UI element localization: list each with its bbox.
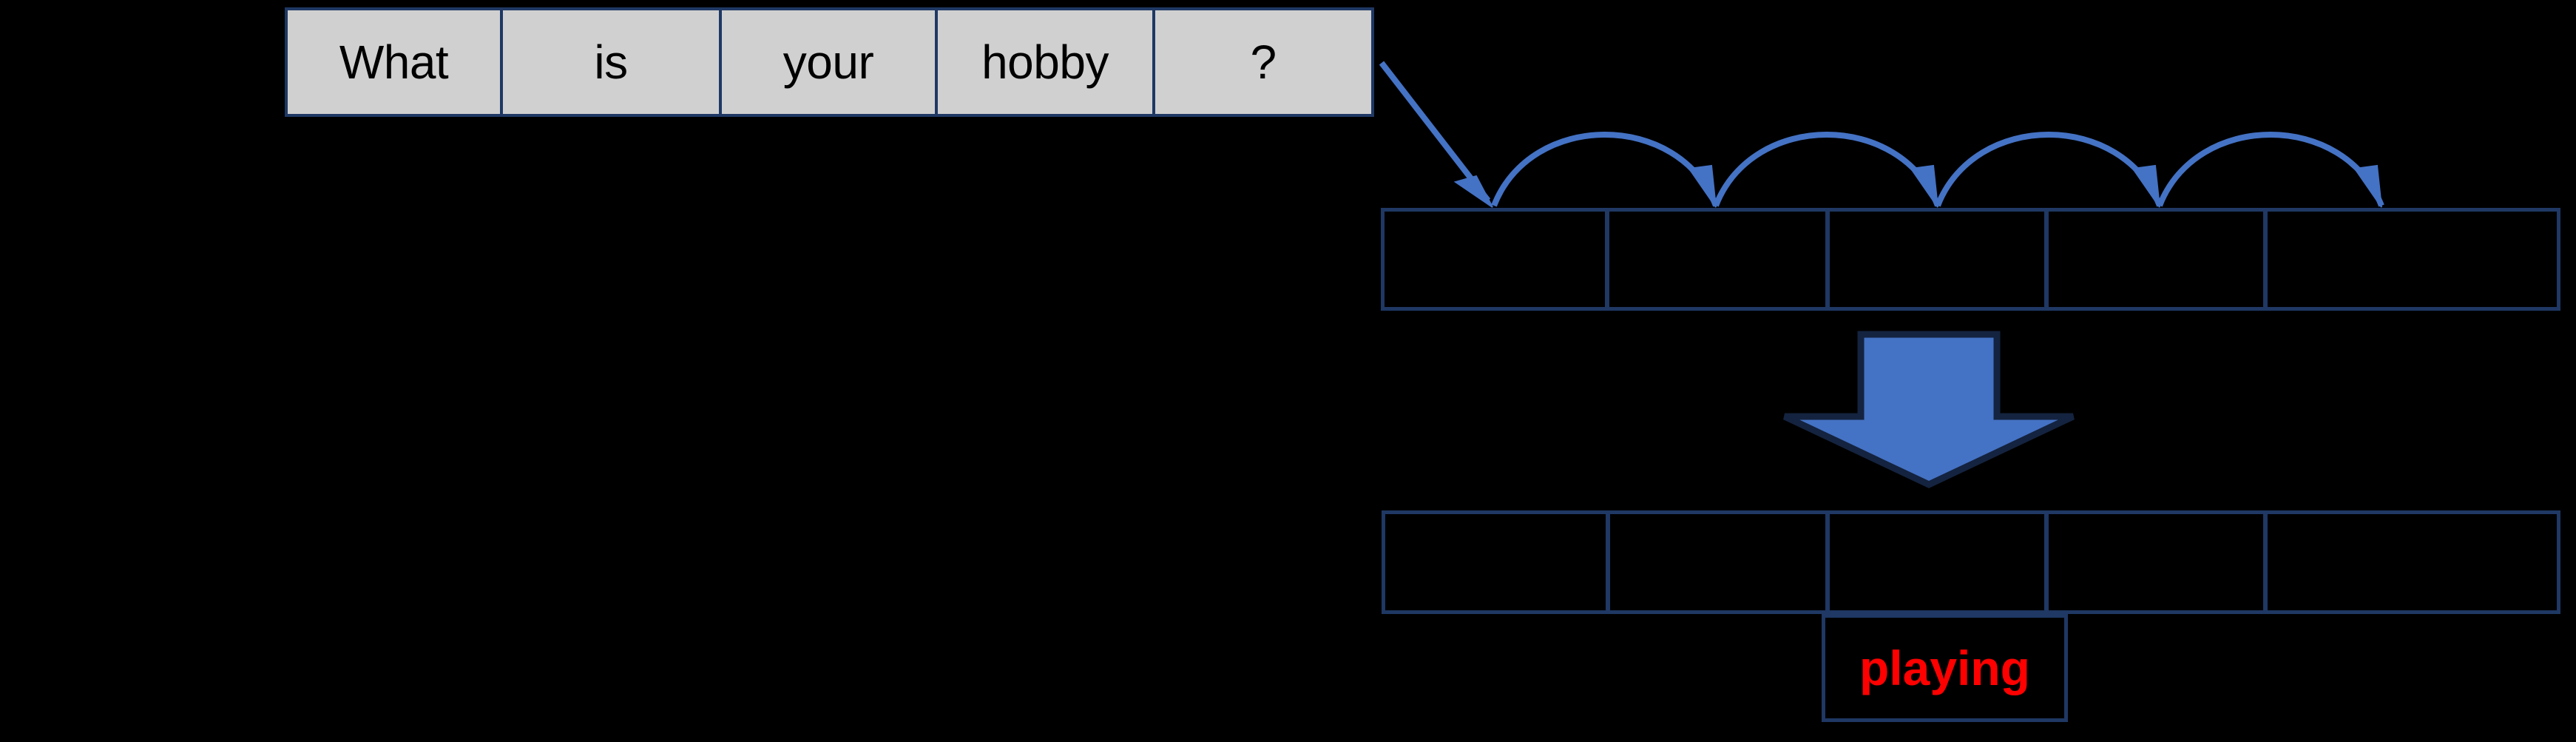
encoder-state-cell bbox=[1606, 208, 1829, 311]
encoder-arc-2 bbox=[1713, 132, 1941, 208]
input-token-cell: hobby bbox=[935, 7, 1155, 117]
encoder-state-cell bbox=[2045, 208, 2267, 311]
input-token-label: is bbox=[594, 36, 628, 89]
input-token-label: hobby bbox=[981, 36, 1109, 89]
input-token-cell: is bbox=[500, 7, 722, 117]
encoder-state-cell bbox=[1826, 208, 2048, 311]
encoder-arc-4 bbox=[2157, 132, 2384, 208]
input-token-cell: your bbox=[719, 7, 938, 117]
encoder-state-cell bbox=[1381, 208, 1609, 311]
encoder-to-decoder-block-arrow bbox=[1783, 331, 2075, 488]
decoder-state-cell bbox=[1606, 510, 1829, 614]
encoder-state-cell bbox=[2264, 208, 2560, 311]
input-token-label: ? bbox=[1250, 36, 1277, 89]
input-token-label: What bbox=[339, 36, 449, 89]
input-token-cell: What bbox=[285, 7, 503, 117]
decoder-state-cell bbox=[2045, 510, 2267, 614]
decoder-state-cell bbox=[1826, 510, 2048, 614]
encoder-arc-1 bbox=[1491, 132, 1719, 208]
predicted-word-label: playing bbox=[1859, 641, 2031, 695]
decoder-state-cell bbox=[1382, 510, 1609, 614]
input-token-cell: ? bbox=[1152, 7, 1374, 117]
source-sentence-table: What is your hobby ? bbox=[285, 7, 1374, 117]
input-token-label: your bbox=[782, 36, 874, 89]
predicted-word-cell: playing bbox=[1822, 614, 2068, 722]
decoder-state-cell bbox=[2264, 510, 2560, 614]
encoder-state-table bbox=[1381, 208, 2560, 311]
decoder-state-table bbox=[1382, 510, 2560, 614]
input-to-encoder-arrow bbox=[1379, 61, 1493, 208]
encoder-arc-3 bbox=[1935, 132, 2163, 208]
